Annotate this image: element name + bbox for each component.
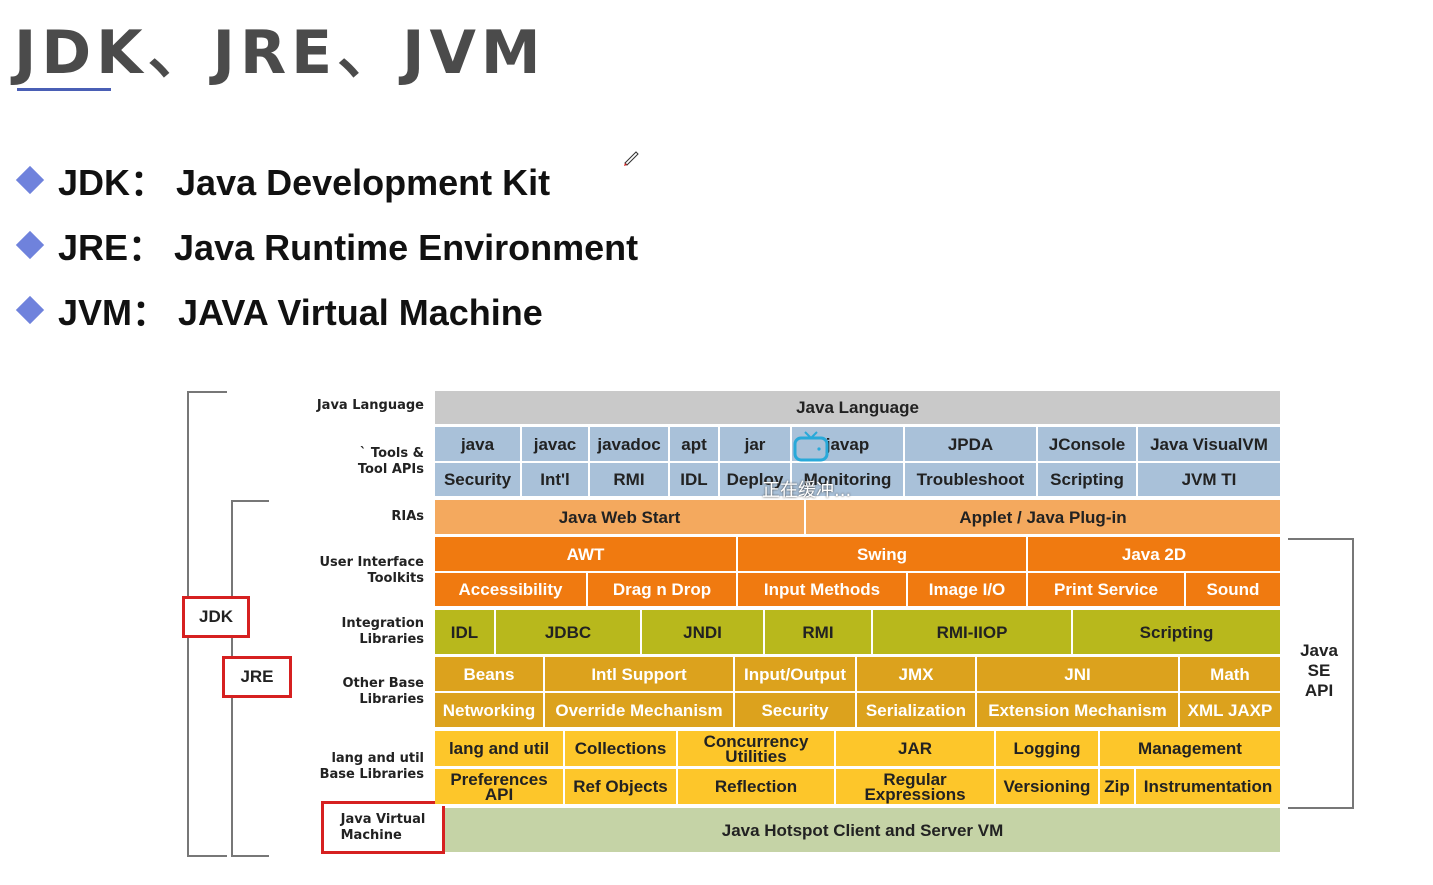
- component-cell: JMX: [857, 657, 977, 693]
- row-label: User Interface Toolkits: [319, 555, 424, 586]
- jdk-label-box: JDK: [182, 596, 250, 638]
- component-cell: Java Language: [435, 391, 1282, 426]
- pen-cursor-icon: [624, 151, 639, 166]
- component-cell: javap: [792, 427, 905, 463]
- component-cell: Instrumentation: [1136, 769, 1282, 806]
- component-cell: JDBC: [496, 610, 642, 656]
- component-cell: Troubleshoot: [905, 463, 1038, 498]
- component-cell: Scripting: [1073, 610, 1282, 656]
- component-cell: Drag n Drop: [588, 573, 738, 608]
- component-cell: javadoc: [590, 427, 670, 463]
- row-label: RIAs: [391, 509, 424, 524]
- component-cell: Serialization: [857, 693, 977, 729]
- component-cell: Applet / Java Plug-in: [806, 500, 1282, 536]
- bullet-jvm: JVM： JAVA Virtual Machine: [14, 288, 543, 333]
- component-cell: JAR: [836, 731, 996, 768]
- component-cell: Input/Output: [735, 657, 857, 693]
- java-se-api-bracket: [1288, 538, 1354, 809]
- component-cell: lang and util: [435, 731, 565, 768]
- row-label: lang and util Base Libraries: [319, 751, 424, 782]
- component-cell: Java Web Start: [435, 500, 806, 536]
- component-cell: RMI-IIOP: [873, 610, 1073, 656]
- component-cell: Override Mechanism: [545, 693, 735, 729]
- component-cell: XML JAXP: [1180, 693, 1282, 729]
- buffering-text: 正在缓冲...: [762, 480, 852, 501]
- bullet-text-jvm: JVM： JAVA Virtual Machine: [58, 292, 543, 333]
- jre-label-box: JRE: [222, 656, 292, 698]
- component-cell: Scripting: [1038, 463, 1138, 498]
- component-cell: Input Methods: [738, 573, 908, 608]
- bullet-jdk: JDK： Java Development Kit: [14, 158, 550, 203]
- component-cell: Security: [435, 463, 522, 498]
- java-se-api-label: Java SE API: [1300, 641, 1338, 700]
- component-cell: apt: [670, 427, 720, 463]
- component-cell: Java 2D: [1028, 537, 1282, 573]
- component-cell: RMI: [765, 610, 873, 656]
- component-cell: Java Hotspot Client and Server VM: [445, 808, 1282, 854]
- row-label: Java Language: [316, 398, 424, 413]
- component-cell: Java VisualVM: [1138, 427, 1282, 463]
- component-cell: Collections: [565, 731, 678, 768]
- row-label: ` Tools & Tool APIs: [357, 446, 424, 477]
- jvm-label-box: Java Virtual Machine: [321, 801, 445, 854]
- title-underline: [17, 88, 111, 91]
- component-cell: Sound: [1186, 573, 1282, 608]
- component-cell: Print Service: [1028, 573, 1186, 608]
- component-cell: Security: [735, 693, 857, 729]
- component-cell: Logging: [996, 731, 1100, 768]
- component-cell: Reflection: [678, 769, 836, 806]
- component-cell: Preferences API: [435, 769, 565, 806]
- page-title: JDK、JRE、JVM: [14, 18, 546, 88]
- component-cell: JVM TI: [1138, 463, 1282, 498]
- component-cell: Zip: [1100, 769, 1136, 806]
- component-cell: Ref Objects: [565, 769, 678, 806]
- component-cell: IDL: [670, 463, 720, 498]
- component-cell: Beans: [435, 657, 545, 693]
- component-cell: Regular Expressions: [836, 769, 996, 806]
- component-cell: IDL: [435, 610, 496, 656]
- component-cell: JConsole: [1038, 427, 1138, 463]
- component-cell: AWT: [435, 537, 738, 573]
- component-cell: Accessibility: [435, 573, 588, 608]
- component-cell: Deploy: [720, 463, 792, 498]
- component-cell: Intl Support: [545, 657, 735, 693]
- component-cell: Int'l: [522, 463, 590, 498]
- row-label: Integration Libraries: [341, 616, 424, 647]
- component-cell: Extension Mechanism: [977, 693, 1180, 729]
- component-cell: Management: [1100, 731, 1282, 768]
- component-cell: JPDA: [905, 427, 1038, 463]
- component-cell: java: [435, 427, 522, 463]
- component-cell: Versioning: [996, 769, 1100, 806]
- component-cell: Swing: [738, 537, 1028, 573]
- component-cell: Image I/O: [908, 573, 1028, 608]
- component-cell: Networking: [435, 693, 545, 729]
- component-cell: RMI: [590, 463, 670, 498]
- bullet-text-jdk: JDK： Java Development Kit: [58, 162, 551, 203]
- component-cell: Monitoring: [792, 463, 905, 498]
- component-cell: javac: [522, 427, 590, 463]
- component-cell: Math: [1180, 657, 1282, 693]
- component-cell: jar: [720, 427, 792, 463]
- buffering-tv-icon: [793, 431, 829, 462]
- component-cell: Concurrency Utilities: [678, 731, 836, 768]
- bullet-jre: JRE： Java Runtime Environment: [14, 223, 638, 268]
- bullet-text-jre: JRE： Java Runtime Environment: [58, 227, 639, 268]
- row-label: Other Base Libraries: [342, 676, 424, 707]
- component-cell: JNDI: [642, 610, 765, 656]
- component-cell: JNI: [977, 657, 1180, 693]
